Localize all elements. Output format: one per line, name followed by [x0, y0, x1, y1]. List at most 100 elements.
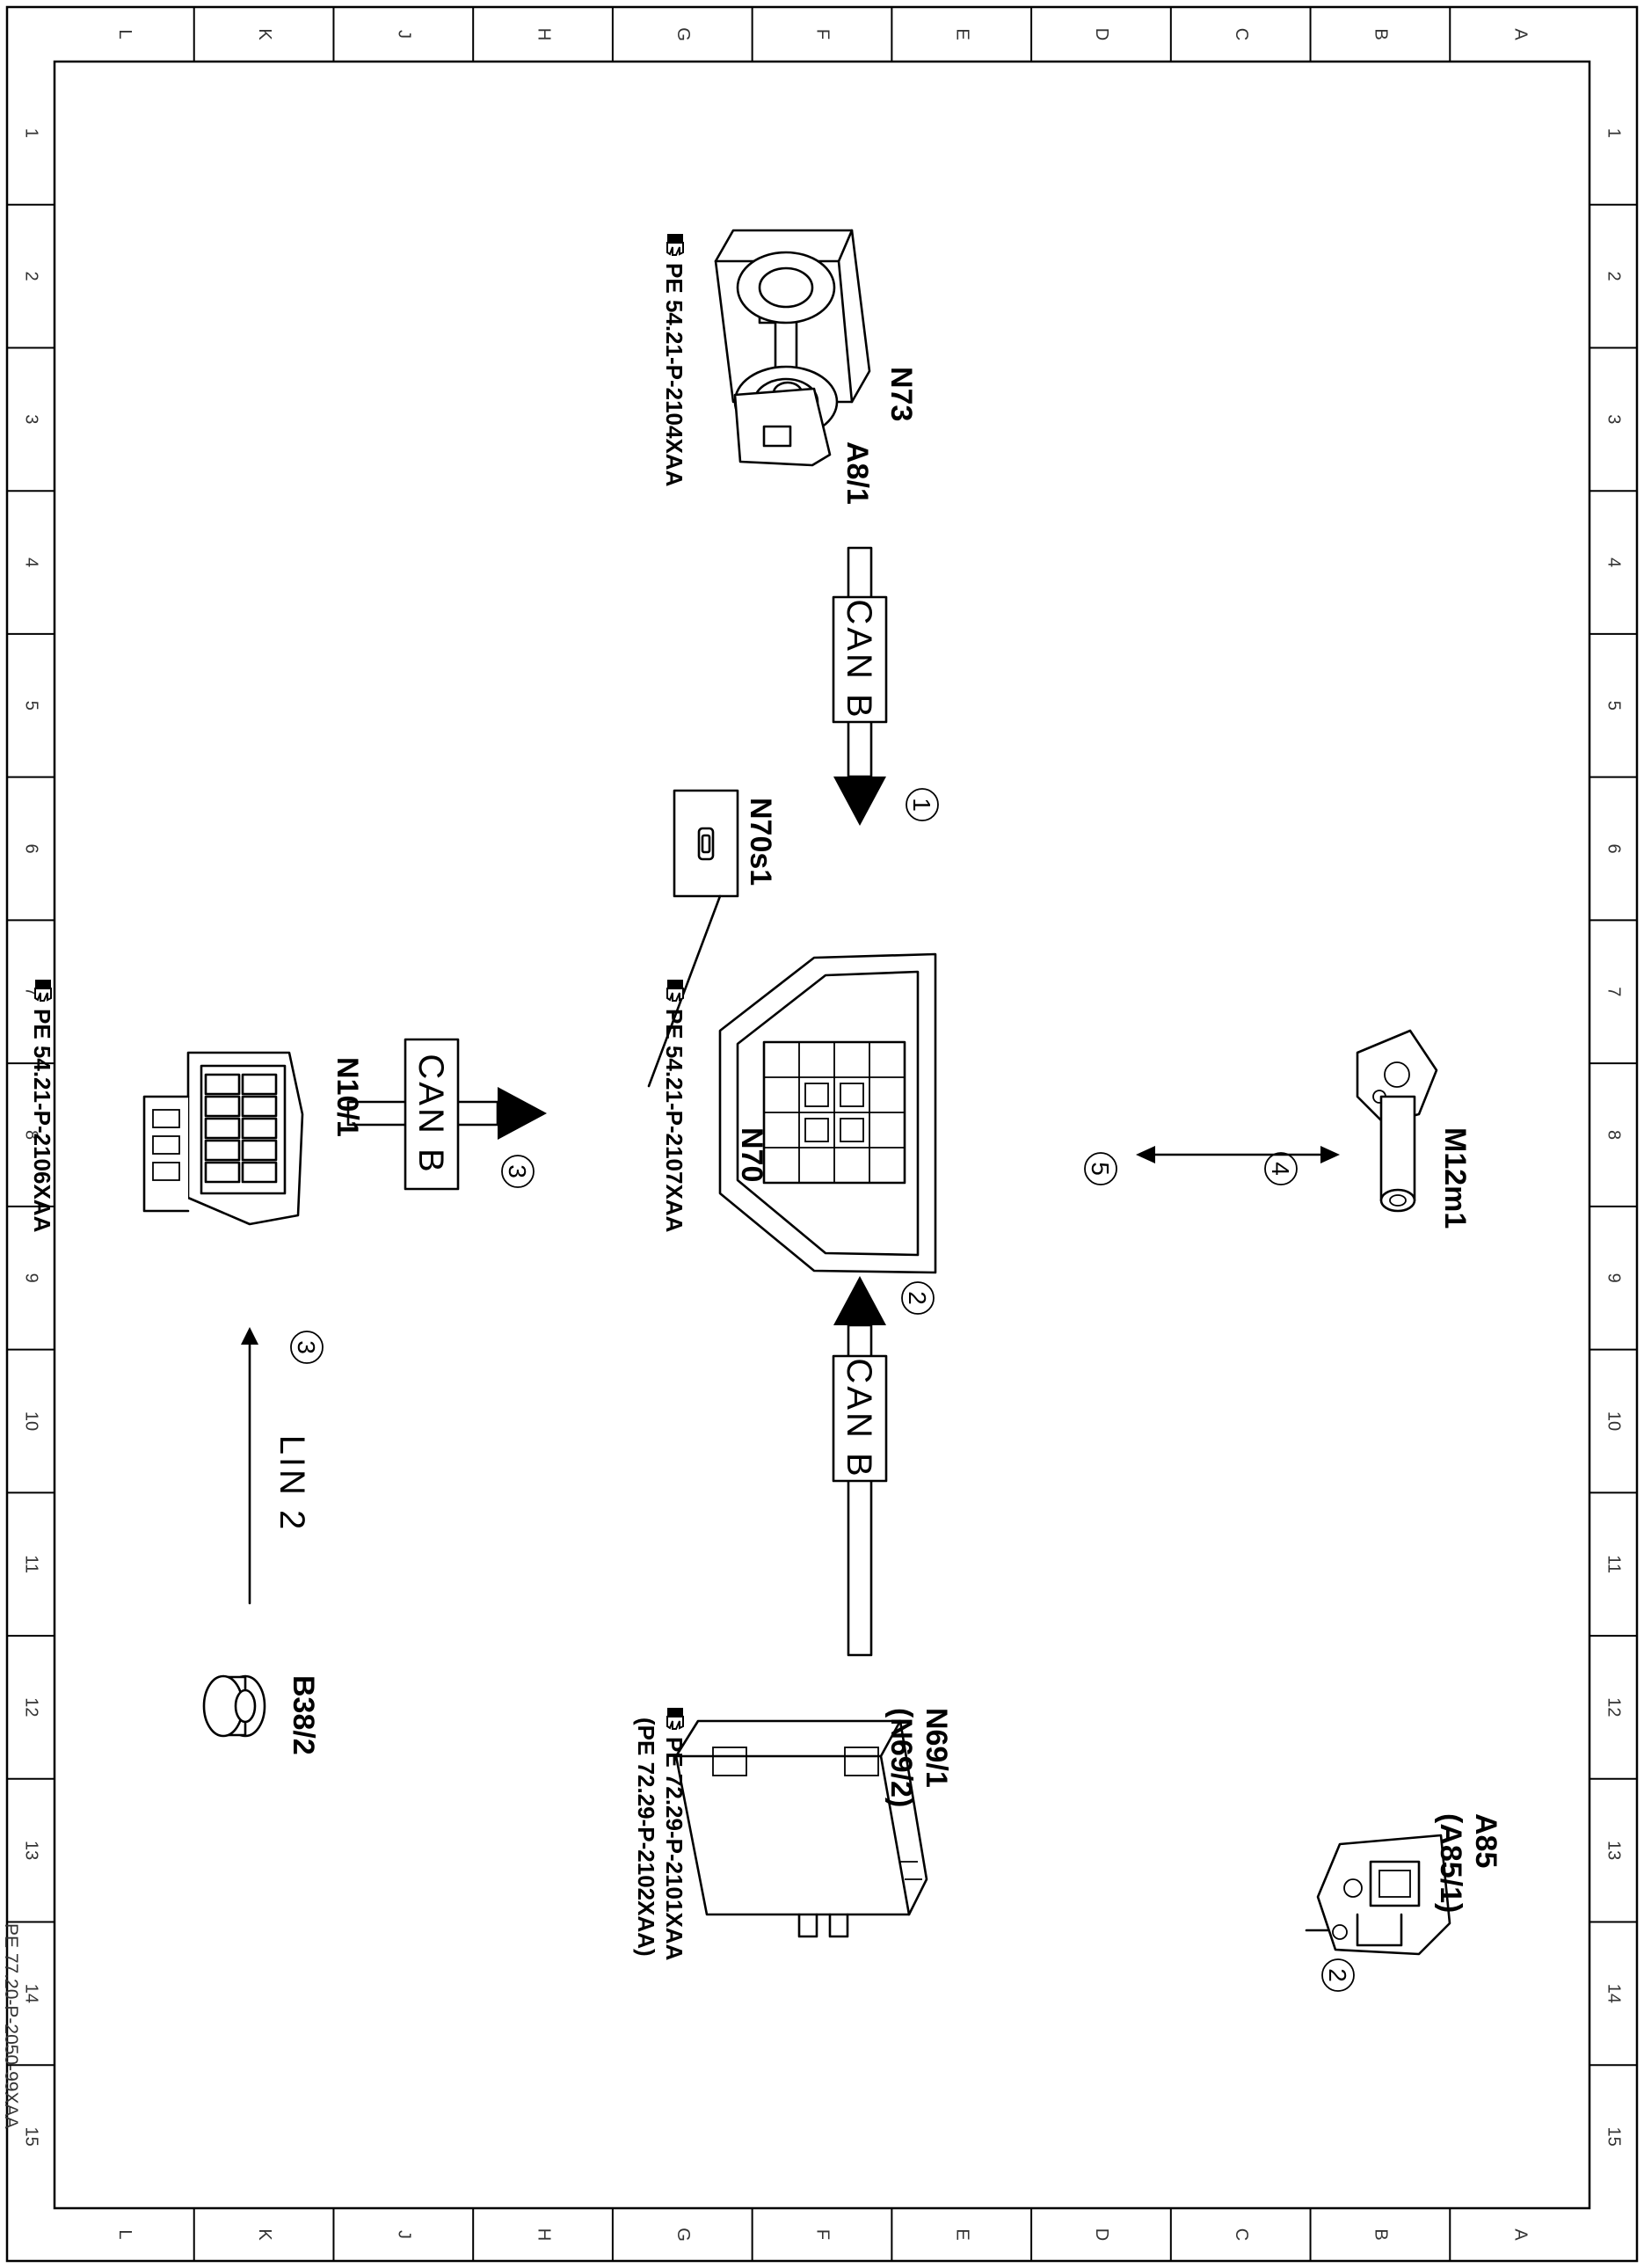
grid-column-label: B: [1371, 28, 1391, 40]
grid-row-label: 8: [1604, 1130, 1624, 1140]
grid-row-label: 12: [1604, 1697, 1624, 1717]
grid-row-label: 2: [1604, 272, 1624, 281]
grid-column-label: C: [1232, 28, 1251, 40]
step-5-number: 5: [1087, 1162, 1114, 1176]
n69-service-ref: PE 72.29-P-2101XAA: [661, 1737, 687, 1961]
grid-row-label: 8: [22, 1130, 41, 1140]
grid-row-label: 4: [1604, 558, 1624, 567]
grid-row-label: 6: [22, 843, 41, 853]
service-reference-icon: [34, 979, 52, 1002]
step-2-marker: [1321, 1958, 1355, 1992]
step-2-marker: [901, 1281, 935, 1315]
grid-column-label: F: [813, 2229, 833, 2240]
grid-column-label: H: [534, 28, 553, 40]
m12m1-motor: [1356, 1029, 1438, 1213]
grid-column-label: K: [255, 28, 274, 40]
n10-1-label: N10/1: [331, 1057, 364, 1137]
grid-column-label: J: [395, 30, 414, 39]
step-1-marker: [906, 788, 939, 821]
grid-row-label: 10: [1604, 1411, 1624, 1431]
grid-row-label: 1: [22, 128, 41, 138]
grid-column-label: K: [255, 2228, 274, 2241]
can-b-label-bottom: CAN B: [840, 1358, 878, 1478]
can-b-label-left: CAN B: [411, 1054, 450, 1174]
step-2-number: 2: [1324, 1968, 1351, 1982]
outer-frame: [5, 5, 1639, 2263]
n70-service-ref: PE 54.21-P-2107XAA: [661, 1009, 687, 1233]
n70-control-panel: [718, 952, 937, 1274]
grid-row-label: 11: [22, 1555, 41, 1573]
step-3-marker: [290, 1331, 324, 1364]
step-4-marker: [1264, 1152, 1298, 1185]
can-b-label-top: CAN B: [840, 599, 878, 719]
service-reference-icon: [666, 233, 684, 256]
grid-row-label: 3: [1604, 414, 1624, 424]
n70s1-switch: [647, 789, 739, 1088]
grid-column-label: L: [115, 2229, 135, 2239]
grid-column-label: C: [1232, 2228, 1251, 2241]
n69-1-label: N69/1: [920, 1708, 953, 1788]
grid-column-label: J: [395, 2230, 414, 2239]
n69-door-control-unit: [674, 1719, 928, 1938]
can-bus-top-arrow: CAN B: [832, 546, 888, 826]
grid-row-label: 13: [1604, 1841, 1624, 1860]
grid-row-label: 2: [22, 272, 41, 281]
grid-row-label: 13: [22, 1841, 41, 1860]
n10-1-service-ref: PE 54.21-P-2106XAA: [29, 1009, 55, 1233]
m12m1-link-arrow: [1136, 1146, 1340, 1163]
n73-ignition-lock: [714, 229, 871, 467]
grid-column-label: A: [1510, 2228, 1530, 2241]
grid-column-label: G: [673, 27, 693, 41]
step-4-number: 4: [1267, 1162, 1294, 1176]
step-3-marker: [501, 1155, 535, 1188]
n73-label: N73: [884, 367, 918, 421]
lin-2-label: LIN 2: [273, 1435, 311, 1533]
grid-row-label: 4: [22, 558, 41, 567]
service-reference-icon: [666, 1707, 684, 1730]
m12m1-label: M12m1: [1438, 1127, 1472, 1229]
grid-row-label: 14: [1604, 1984, 1624, 2003]
grid-row-label: 15: [22, 2127, 41, 2147]
a85-label: A85: [1469, 1813, 1502, 1868]
grid-row-label: 7: [22, 987, 41, 996]
grid-row-label: 6: [1604, 843, 1624, 853]
grid-column-label: G: [673, 2228, 693, 2242]
can-b-label-box: [832, 595, 888, 724]
a8-1-label: A8/1: [840, 441, 874, 505]
b38-2-rain-light-sensor: [202, 1674, 266, 1738]
step-2-number: 2: [904, 1291, 931, 1305]
grid-row-label: 5: [1604, 701, 1624, 711]
a85-1-label: (A85/1): [1434, 1813, 1467, 1913]
grid-row-label: 3: [22, 414, 41, 424]
grid-row-label: 14: [22, 1984, 41, 2003]
grid-column-label: E: [952, 2228, 971, 2240]
grid-row-label: 5: [22, 701, 41, 711]
grid-column-label: E: [952, 28, 971, 40]
grid-column-label: B: [1371, 2228, 1391, 2240]
grid-row-label: 1: [1604, 128, 1624, 138]
n69-2-label: (N69/2): [884, 1708, 918, 1807]
grid-row-label: 11: [1604, 1555, 1624, 1573]
grid-column-label: A: [1510, 28, 1530, 40]
grid-row-label: 9: [1604, 1273, 1624, 1283]
grid-row-label: 9: [22, 1273, 41, 1283]
grid-column-label: L: [115, 29, 135, 39]
grid-row-label: 10: [22, 1411, 41, 1431]
grid-column-label: F: [813, 29, 833, 40]
grid-column-label: H: [534, 2228, 553, 2241]
grid-ticks: [7, 7, 1637, 2261]
n10-1-control-unit: [142, 1051, 304, 1226]
lin-bus-arrow: LIN 2: [241, 1327, 311, 1605]
step-3-number: 3: [504, 1164, 531, 1178]
step-5-marker: [1084, 1152, 1117, 1185]
grid-row-label: 15: [1604, 2127, 1624, 2147]
document-id: PE 77.20-P-2050-99XAA: [1, 1923, 21, 2128]
can-bus-left-arrow: CAN B: [346, 1038, 547, 1191]
n69-service-ref-alt: (PE 72.29-P-2102XAA): [633, 1717, 659, 1957]
can-b-label-box: [832, 1354, 888, 1483]
grid-column-label: D: [1092, 2228, 1111, 2241]
n70s1-label: N70s1: [744, 798, 777, 886]
n73-service-ref: PE 54.21-P-2104XAA: [661, 263, 687, 487]
